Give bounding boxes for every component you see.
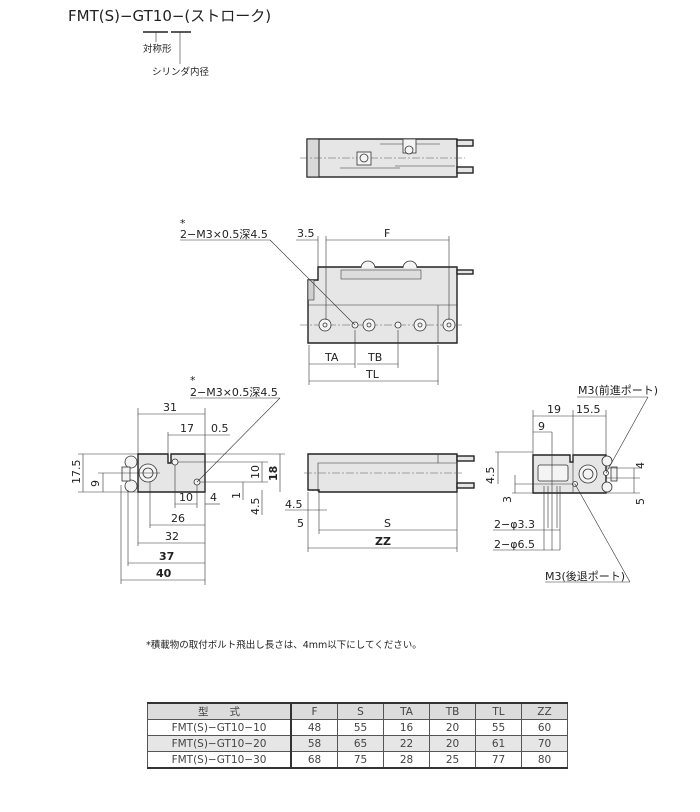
left-end-view <box>78 397 285 585</box>
front-dim-4-5: 4.5 <box>285 498 303 511</box>
cell-tb: 20 <box>429 719 476 736</box>
header-tl: TL <box>475 702 522 720</box>
header-model: 型 式 <box>147 702 292 720</box>
cell-f: 68 <box>290 751 338 769</box>
cell-s: 75 <box>337 751 384 769</box>
label-symmetric: 対称形 <box>143 43 172 55</box>
side-note-mark: * <box>180 217 186 230</box>
dim-18: 18 <box>267 466 280 481</box>
dim-1: 1 <box>230 492 243 499</box>
model-code: FMT(S)−GT10−(ストローク) <box>68 7 271 25</box>
dim-17: 17 <box>180 422 194 435</box>
side-view <box>180 236 474 385</box>
header-tb: TB <box>429 702 476 720</box>
cell-model: FMT(S)−GT10−20 <box>147 735 292 752</box>
dimension-table: 型 式 F S TA TB TL ZZ FMT(S)−GT10−10 48 55… <box>147 702 568 769</box>
right-dim-19: 19 <box>547 403 561 416</box>
right-dim-9: 9 <box>538 420 545 433</box>
cell-ta: 22 <box>383 735 430 752</box>
port-return-label: M3(後退ポート) <box>545 569 625 583</box>
right-end-view <box>493 396 649 583</box>
cell-ta: 28 <box>383 751 430 769</box>
dim-10-vertical: 10 <box>249 465 262 479</box>
dim-32: 32 <box>165 530 179 543</box>
dim-31: 31 <box>163 401 177 414</box>
right-dim-4-5: 4.5 <box>484 467 497 485</box>
left-tap-note: 2−M3×0.5深4.5 <box>190 386 278 399</box>
side-tap-note: 2−M3×0.5深4.5 <box>180 228 268 241</box>
dim-tb: TB <box>367 351 382 364</box>
dim-9: 9 <box>89 480 102 487</box>
dim-zz: ZZ <box>375 535 391 548</box>
dim-tl: TL <box>365 368 380 381</box>
cell-model: FMT(S)−GT10−30 <box>147 751 292 769</box>
table-row: FMT(S)−GT10−20 58 65 22 20 61 70 <box>147 735 568 752</box>
right-dim-5: 5 <box>634 498 647 505</box>
left-note-mark: * <box>190 374 196 387</box>
dim-4-5-left: 4.5 <box>249 498 262 516</box>
hole-small-label: 2−φ3.3 <box>494 518 535 531</box>
dim-17-5: 17.5 <box>70 460 83 485</box>
dim-10-horizontal: 10 <box>179 491 193 504</box>
cell-s: 55 <box>337 719 384 736</box>
dim-s: S <box>384 517 391 530</box>
hole-large-label: 2−φ6.5 <box>494 538 535 551</box>
table-row: FMT(S)−GT10−30 68 75 28 25 77 80 <box>147 751 568 769</box>
right-dim-15-5: 15.5 <box>576 403 601 416</box>
right-dim-4: 4 <box>634 462 647 469</box>
cell-zz: 60 <box>521 719 568 736</box>
header-zz: ZZ <box>521 702 568 720</box>
cell-f: 58 <box>290 735 338 752</box>
table-header-row: 型 式 F S TA TB TL ZZ <box>147 702 568 720</box>
dim-3-5: 3.5 <box>297 227 315 240</box>
table-row: FMT(S)−GT10−10 48 55 16 20 55 60 <box>147 719 568 736</box>
right-dim-3: 3 <box>501 496 514 503</box>
dim-4: 4 <box>210 491 217 504</box>
cell-tl: 61 <box>475 735 522 752</box>
cell-f: 48 <box>290 719 338 736</box>
cell-zz: 70 <box>521 735 568 752</box>
cell-tl: 77 <box>475 751 522 769</box>
top-view <box>300 138 474 178</box>
port-forward-label: M3(前進ポート) <box>578 383 658 397</box>
cell-tl: 55 <box>475 719 522 736</box>
mounting-note: *積載物の取付ボルト飛出し長さは、4mm以下にしてください。 <box>146 639 422 651</box>
cell-ta: 16 <box>383 719 430 736</box>
header-s: S <box>337 702 384 720</box>
dim-0-5: 0.5 <box>211 422 229 435</box>
cell-model: FMT(S)−GT10−10 <box>147 719 292 736</box>
header-f: F <box>290 702 338 720</box>
dim-40: 40 <box>156 567 172 580</box>
front-view <box>285 453 475 552</box>
cell-tb: 25 <box>429 751 476 769</box>
label-bore: シリンダ内径 <box>152 66 210 78</box>
cell-tb: 20 <box>429 735 476 752</box>
cell-s: 65 <box>337 735 384 752</box>
cell-zz: 80 <box>521 751 568 769</box>
dim-26: 26 <box>171 512 185 525</box>
dim-f: F <box>384 227 390 240</box>
dim-37: 37 <box>159 550 174 563</box>
header-ta: TA <box>383 702 430 720</box>
front-dim-5: 5 <box>297 517 304 530</box>
dim-ta: TA <box>324 351 339 364</box>
